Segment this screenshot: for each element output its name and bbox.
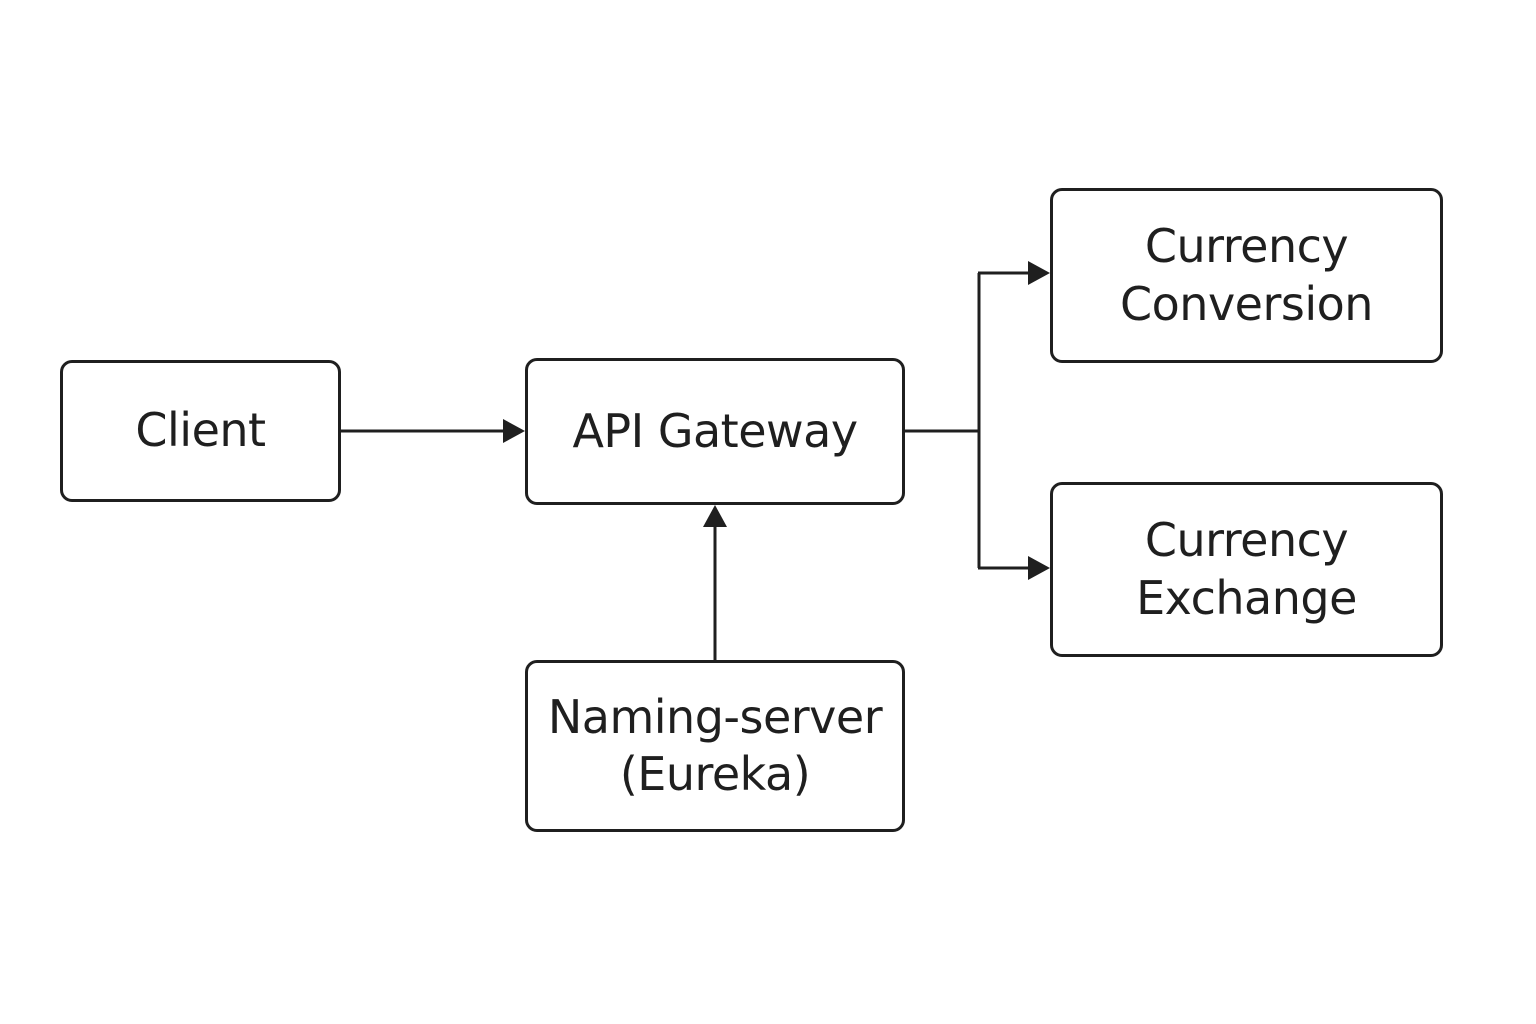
currency-exchange-node: Currency Exchange — [1050, 482, 1443, 657]
naming-server-node: Naming-server (Eureka) — [525, 660, 905, 832]
naming-server-label-line1: Naming-server — [547, 689, 883, 744]
client-label: Client — [135, 403, 266, 458]
currency-conversion-label-line1: Currency — [1144, 219, 1349, 273]
arrow-gateway-to-exchange — [978, 556, 1050, 580]
currency-exchange-label-line2: Exchange — [1136, 570, 1357, 625]
api-gateway-node: API Gateway — [525, 358, 905, 505]
arrow-gateway-to-conversion — [978, 261, 1050, 285]
connector-gateway-branch — [905, 273, 981, 568]
naming-server-label-line2: (Eureka) — [619, 747, 811, 801]
currency-conversion-node: Currency Conversion — [1050, 188, 1443, 363]
arrow-naming-to-gateway — [703, 505, 727, 660]
api-gateway-label: API Gateway — [572, 403, 858, 458]
currency-conversion-label-line2: Conversion — [1120, 276, 1373, 331]
client-node: Client — [60, 360, 341, 502]
currency-exchange-label-line1: Currency — [1144, 513, 1349, 567]
arrow-client-to-gateway — [341, 419, 525, 443]
